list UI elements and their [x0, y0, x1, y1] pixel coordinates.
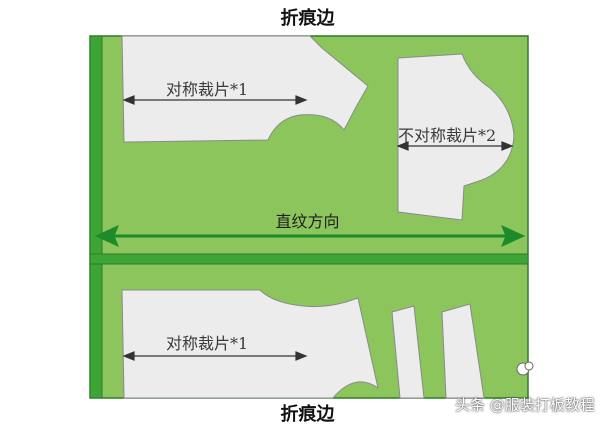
piece-bottom-left: [121, 289, 379, 399]
fold-edge-label-top: 折痕边: [280, 8, 335, 29]
piece-label-top-right: 不对称裁片*2: [398, 126, 497, 145]
piece-label-bottom-left: 对称裁片*1: [166, 334, 249, 353]
piece-top-right: [397, 53, 515, 221]
measure-arrow-top-left: [122, 95, 308, 105]
watermark-text: 头条 @服装打板教程: [455, 396, 595, 414]
middle-fold-band: [89, 253, 529, 265]
piece-top-left: [121, 35, 369, 143]
grain-arrow: [94, 225, 526, 247]
measure-arrow-bottom-left: [122, 351, 308, 361]
piece-strip-1: [391, 305, 425, 399]
watermark-icon: [516, 361, 534, 376]
grain-line-label: 直纹方向: [275, 212, 340, 231]
piece-strip-2: [441, 303, 485, 399]
fold-strip: [89, 35, 103, 399]
measure-arrow-top-right: [396, 141, 514, 151]
piece-label-top-left: 对称裁片*1: [166, 80, 249, 99]
fold-edge-label-bottom: 折痕边: [280, 404, 335, 425]
